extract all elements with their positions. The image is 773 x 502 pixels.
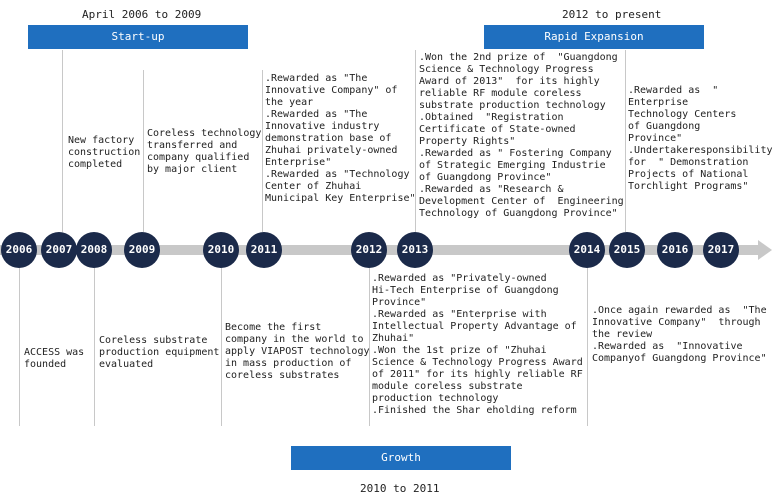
year-node-2008: 2008 [76, 232, 112, 268]
startup-period-range: April 2006 to 2009 [82, 8, 202, 21]
milestone-2007: New factory construction completed [68, 135, 141, 170]
startup-phase-bar: Start-up [28, 25, 248, 49]
year-node-2010: 2010 [203, 232, 239, 268]
connector-2010 [221, 268, 222, 426]
connector-2006 [19, 268, 20, 426]
year-node-2015: 2015 [609, 232, 645, 268]
connector-2014 [587, 268, 588, 426]
timeline-arrow-head [758, 240, 772, 260]
year-node-2014: 2014 [569, 232, 605, 268]
connector-2011 [262, 70, 263, 232]
year-node-2017: 2017 [703, 232, 739, 268]
year-node-2009: 2009 [124, 232, 160, 268]
connector-2013 [415, 50, 416, 232]
connector-2007 [62, 50, 63, 232]
year-node-2013: 2013 [397, 232, 433, 268]
connector-2008 [94, 268, 95, 426]
year-node-2011: 2011 [246, 232, 282, 268]
milestone-2015: .Rewarded as " Enterprise Technology Cen… [628, 85, 773, 192]
year-node-2007: 2007 [41, 232, 77, 268]
year-node-2016: 2016 [657, 232, 693, 268]
connector-2009 [143, 70, 144, 232]
milestone-2008: Coreless substrate production equipment … [99, 335, 220, 370]
year-node-2012: 2012 [351, 232, 387, 268]
rapid-period-range: 2012 to present [562, 8, 662, 21]
year-node-2006: 2006 [1, 232, 37, 268]
connector-2012 [369, 268, 370, 426]
milestone-2009: Coreless technology transferred and comp… [147, 128, 262, 175]
growth-period-range: 2010 to 2011 [360, 482, 440, 495]
rapid-phase-bar: Rapid Expansion [484, 25, 704, 49]
milestone-2010: Become the first company in the world to… [225, 322, 370, 381]
connector-2015 [625, 50, 626, 232]
milestone-2011: .Rewarded as "The Innovative Company" of… [265, 73, 416, 204]
milestone-2012: .Rewarded as "Privately-owned Hi-Tech En… [372, 273, 583, 416]
milestone-2006: ACCESS was founded [24, 347, 85, 370]
milestone-2014: .Once again rewarded as "The Innovative … [592, 305, 767, 364]
milestone-2013: .Won the 2nd prize of "Guangdong Science… [419, 52, 624, 219]
growth-phase-bar: Growth [291, 446, 511, 470]
